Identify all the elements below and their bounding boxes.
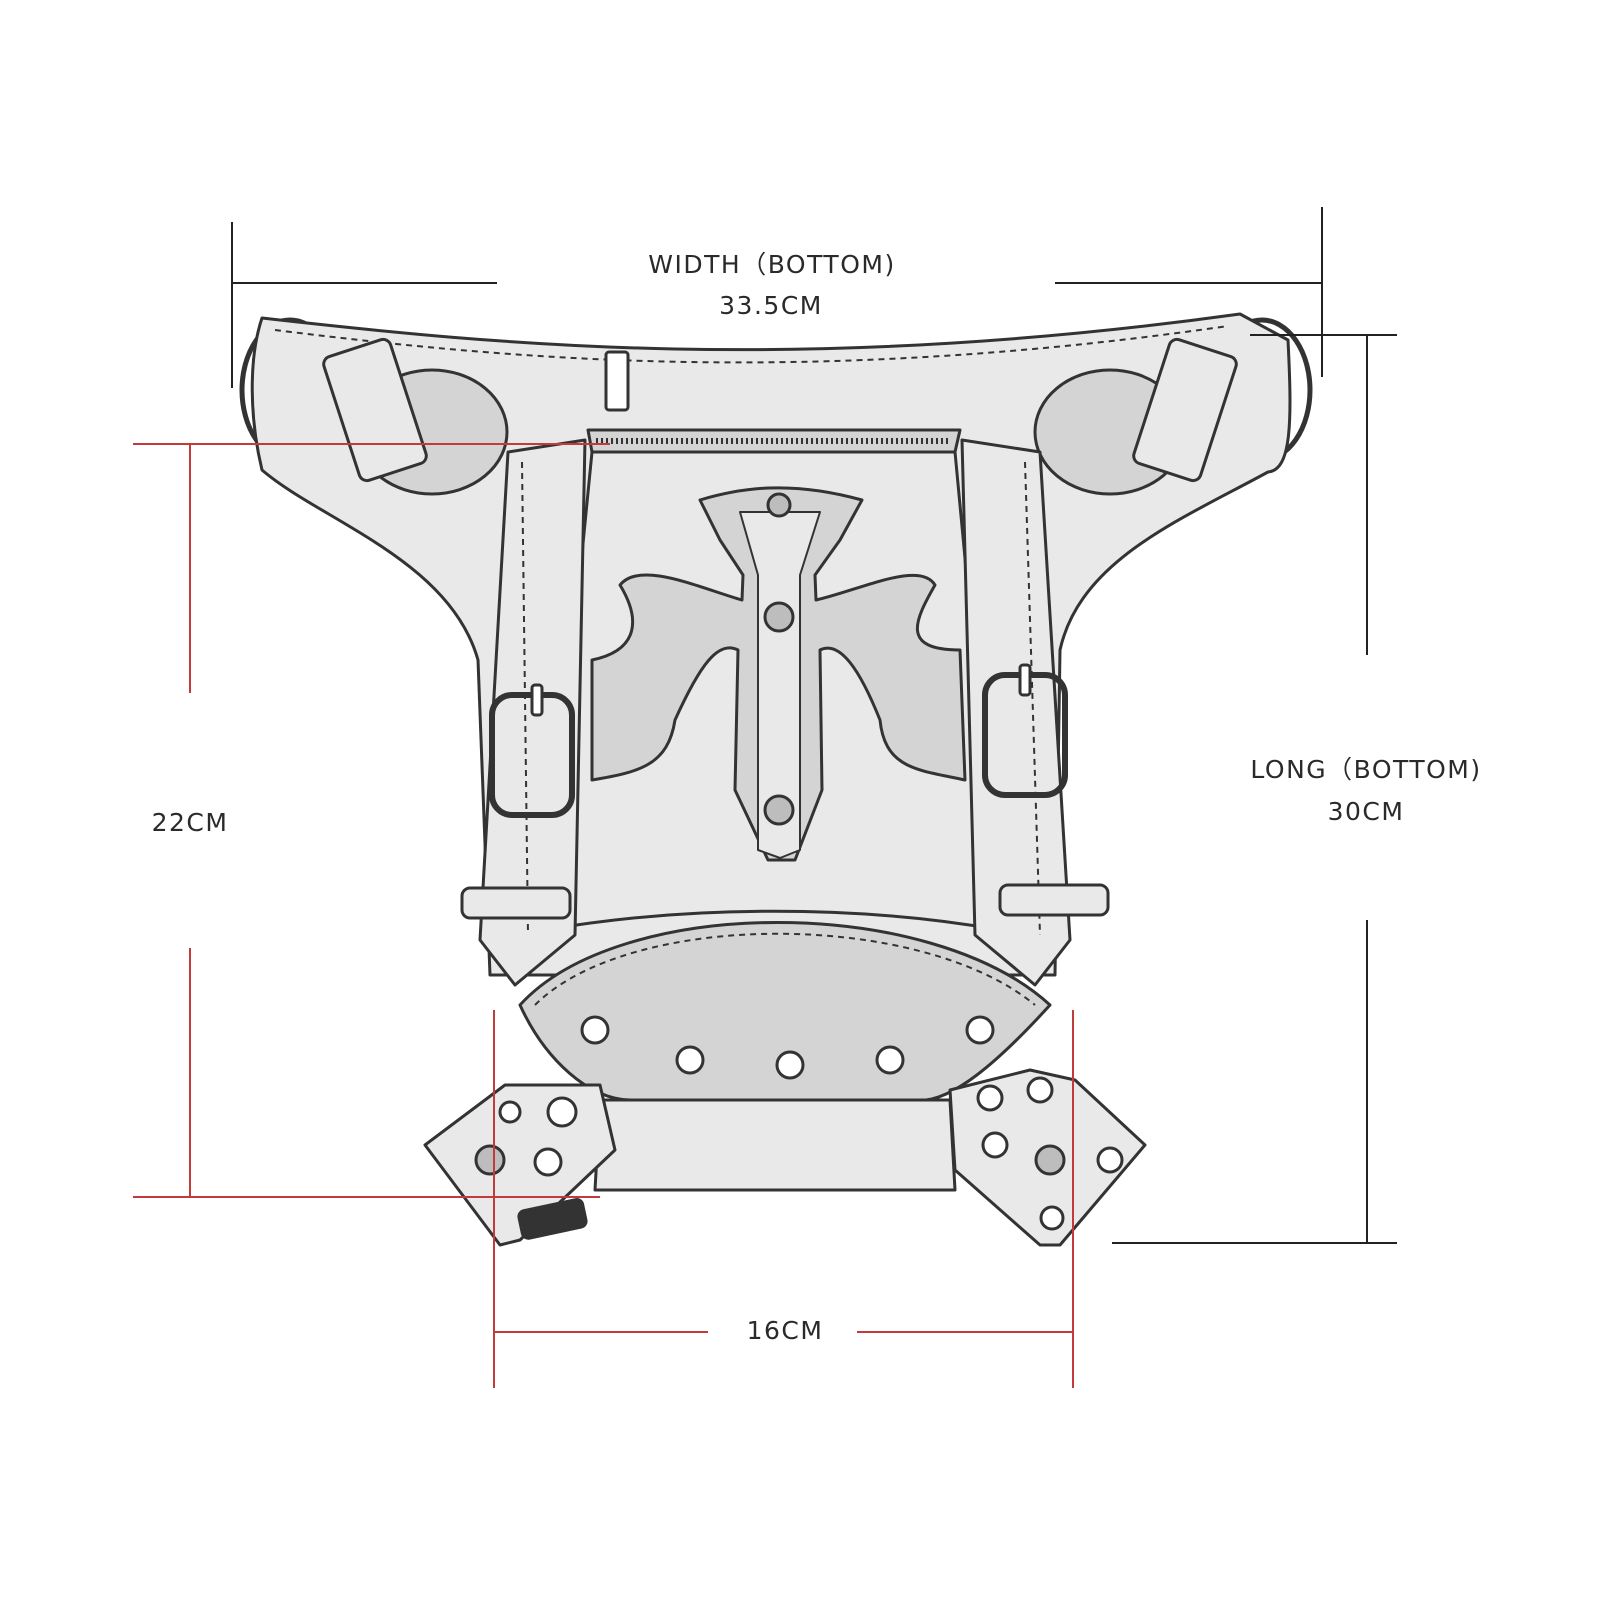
long-value: 30CM <box>1327 797 1405 826</box>
right-strap <box>960 438 1072 987</box>
height-value: 22CM <box>151 808 229 837</box>
right-keeper <box>998 883 1110 917</box>
left-keeper <box>460 886 572 920</box>
long-label: LONG（BOTTOM) <box>1250 755 1482 784</box>
width-label: WIDTH（BOTTOM) <box>648 250 896 279</box>
zipper-pull <box>604 350 630 412</box>
width-value: 33.5CM <box>719 291 823 320</box>
bottom-value: 16CM <box>746 1316 824 1345</box>
